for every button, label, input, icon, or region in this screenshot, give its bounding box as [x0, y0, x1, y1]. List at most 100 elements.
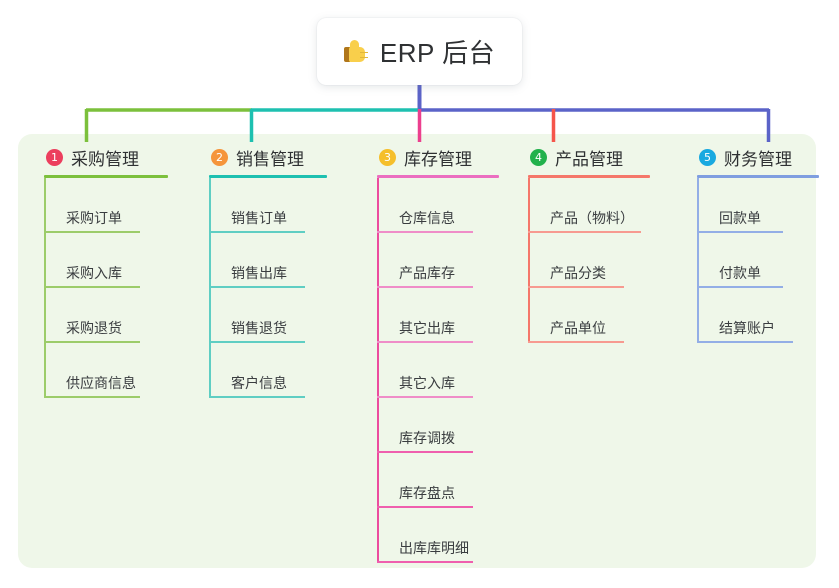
diagram-panel: [18, 134, 816, 568]
leaf-item[interactable]: 结算账户: [697, 288, 819, 343]
leaf-rule: [377, 506, 473, 508]
leaf-label: 产品库存: [399, 265, 455, 281]
leaf-label: 库存调拨: [399, 430, 455, 446]
branch-title-1: 采购管理: [71, 149, 139, 169]
leaf-label: 采购退货: [66, 320, 122, 336]
leaf-rule: [528, 286, 624, 288]
branch-title-2: 销售管理: [236, 149, 304, 169]
branch-spine-1: [44, 178, 46, 398]
leaf-label: 供应商信息: [66, 375, 136, 391]
branch-badge-4: 4: [530, 148, 547, 166]
root-node[interactable]: ERP 后台: [317, 18, 522, 85]
branch-column-2: 2 销售管理 销售订单 销售出库 销售退货 客户信息: [209, 144, 327, 398]
leaf-label: 结算账户: [719, 320, 775, 336]
branch-items-3: 仓库信息 产品库存 其它出库 其它入库 库存调拨 库存盘点: [377, 178, 499, 563]
branch-header-4[interactable]: 4 产品管理: [528, 144, 650, 170]
leaf-label: 仓库信息: [399, 210, 455, 226]
leaf-rule: [44, 286, 140, 288]
leaf-item[interactable]: 销售出库: [209, 233, 327, 288]
leaf-rule: [697, 341, 793, 343]
leaf-item[interactable]: 采购订单: [44, 178, 168, 233]
leaf-label: 采购入库: [66, 265, 122, 281]
branch-items-5: 回款单 付款单 结算账户: [697, 178, 819, 343]
leaf-label: 其它入库: [399, 375, 455, 391]
root-node-content: ERP 后台: [343, 33, 496, 70]
branch-rule-5: [697, 175, 819, 178]
leaf-rule: [209, 231, 305, 233]
leaf-item[interactable]: 采购入库: [44, 233, 168, 288]
leaf-rule: [209, 396, 305, 398]
leaf-item[interactable]: 出库库明细: [377, 508, 499, 563]
leaf-label: 产品分类: [550, 265, 606, 281]
root-title: ERP 后台: [379, 38, 496, 68]
branch-spine-3: [377, 178, 379, 563]
branch-header-3[interactable]: 3 库存管理: [377, 144, 499, 170]
leaf-rule: [44, 341, 140, 343]
leaf-item[interactable]: 供应商信息: [44, 343, 168, 398]
leaf-item[interactable]: 仓库信息: [377, 178, 499, 233]
leaf-item[interactable]: 产品（物料）: [528, 178, 650, 233]
leaf-rule: [44, 396, 140, 398]
branch-items-4: 产品（物料） 产品分类 产品单位: [528, 178, 650, 343]
branch-badge-2: 2: [211, 148, 228, 166]
branch-spine-4: [528, 178, 530, 343]
leaf-rule: [528, 341, 624, 343]
branch-badge-3: 3: [379, 148, 396, 166]
leaf-item[interactable]: 回款单: [697, 178, 819, 233]
leaf-rule: [377, 396, 473, 398]
branch-column-5: 5 财务管理 回款单 付款单 结算账户: [697, 144, 819, 343]
thumbs-up-icon: [343, 39, 369, 64]
branch-title-4: 产品管理: [555, 149, 623, 169]
leaf-item[interactable]: 其它入库: [377, 343, 499, 398]
leaf-rule: [377, 286, 473, 288]
leaf-rule: [377, 231, 473, 233]
branch-title-5: 财务管理: [724, 149, 792, 169]
branch-header-2[interactable]: 2 销售管理: [209, 144, 327, 170]
leaf-item[interactable]: 库存盘点: [377, 453, 499, 508]
leaf-label: 出库库明细: [399, 540, 469, 556]
leaf-item[interactable]: 产品库存: [377, 233, 499, 288]
leaf-rule: [377, 341, 473, 343]
leaf-rule: [697, 286, 783, 288]
branch-badge-5: 5: [699, 148, 716, 166]
leaf-item[interactable]: 采购退货: [44, 288, 168, 343]
leaf-label: 客户信息: [231, 375, 287, 391]
leaf-item[interactable]: 产品分类: [528, 233, 650, 288]
branch-badge-1: 1: [46, 148, 63, 166]
leaf-rule: [209, 341, 305, 343]
leaf-label: 其它出库: [399, 320, 455, 336]
branch-header-1[interactable]: 1 采购管理: [44, 144, 168, 170]
leaf-label: 付款单: [719, 265, 761, 281]
leaf-item[interactable]: 产品单位: [528, 288, 650, 343]
branch-items-1: 采购订单 采购入库 采购退货 供应商信息: [44, 178, 168, 398]
leaf-item[interactable]: 客户信息: [209, 343, 327, 398]
branch-title-3: 库存管理: [404, 149, 472, 169]
branch-header-5[interactable]: 5 财务管理: [697, 144, 819, 170]
branch-items-2: 销售订单 销售出库 销售退货 客户信息: [209, 178, 327, 398]
leaf-item[interactable]: 其它出库: [377, 288, 499, 343]
branch-rule-4: [528, 175, 650, 178]
leaf-item[interactable]: 销售退货: [209, 288, 327, 343]
branch-spine-2: [209, 178, 211, 398]
branch-column-3: 3 库存管理 仓库信息 产品库存 其它出库 其它入库 库存调拨: [377, 144, 499, 563]
branch-rule-2: [209, 175, 327, 178]
leaf-item[interactable]: 付款单: [697, 233, 819, 288]
leaf-item[interactable]: 库存调拨: [377, 398, 499, 453]
leaf-rule: [377, 561, 473, 563]
branch-rule-3: [377, 175, 499, 178]
leaf-rule: [528, 231, 641, 233]
leaf-label: 产品单位: [550, 320, 606, 336]
branch-spine-5: [697, 178, 699, 343]
leaf-label: 产品（物料）: [550, 210, 634, 226]
branch-column-1: 1 采购管理 采购订单 采购入库 采购退货 供应商信息: [44, 144, 168, 398]
branch-column-4: 4 产品管理 产品（物料） 产品分类 产品单位: [528, 144, 650, 343]
leaf-label: 回款单: [719, 210, 761, 226]
leaf-label: 采购订单: [66, 210, 122, 226]
leaf-rule: [697, 231, 783, 233]
leaf-item[interactable]: 销售订单: [209, 178, 327, 233]
branch-rule-1: [44, 175, 168, 178]
leaf-label: 销售订单: [231, 210, 287, 226]
leaf-label: 库存盘点: [399, 485, 455, 501]
leaf-rule: [44, 231, 140, 233]
